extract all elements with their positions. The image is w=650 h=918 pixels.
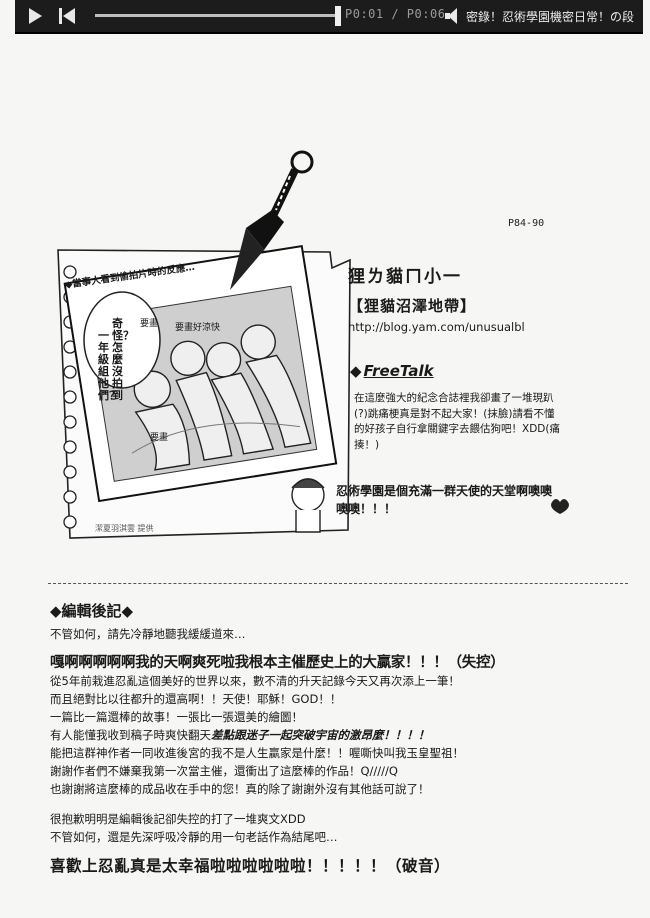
play-icon <box>29 8 42 24</box>
afterword-line: 謝謝作者們不嫌棄我第一次當主催，還衝出了這麼棒的作品！Q/////Q <box>50 764 398 778</box>
freetalk-title: ◆FreeTalk <box>350 362 434 380</box>
card-label-3: 要畫 <box>150 433 169 443</box>
dashed-divider <box>48 583 628 584</box>
artist-name: 狸ㄌ貓ㄇ小一 <box>348 267 462 287</box>
characters <box>133 324 312 471</box>
freetalk-body: 在這麼強大的紀念合誌裡我卻畫了一堆現趴(?)跳痛梗真是對不起大家！(抹臉)請看不… <box>354 392 560 451</box>
bubble-line-2: 一年級組他們？ <box>98 329 120 402</box>
afterword-line: 有人能懂我收到稿子時爽快翻天差點跟迷子一起突破宇宙的激昂麼！！！！ <box>50 727 430 743</box>
card-label-2: 要畫好涼快 <box>175 323 221 333</box>
track-title: 密錄！忍術學園機密日常！の段 <box>466 10 635 24</box>
kunai-icon <box>230 150 314 290</box>
chibi-character <box>291 478 325 533</box>
heart-icon <box>551 499 569 514</box>
bubble-line-1: 奇怪？怎麼沒拍到 <box>112 317 134 402</box>
afterword-line: 而且絕對比以往都升的還高啊！！天使！耶穌！GOD！！ <box>50 692 342 706</box>
seek-thumb[interactable] <box>335 6 341 26</box>
card-label-1: 要畫 <box>140 319 159 329</box>
play-button[interactable] <box>23 6 47 26</box>
rewind-button[interactable] <box>55 6 79 26</box>
time-display: P0:01 / P0:06 <box>345 7 446 21</box>
afterword-shout-1: 嘎啊啊啊啊啊我的天啊爽死啦我根本主催歷史上的大贏家！！！（失控） <box>50 654 505 671</box>
card-credit: 潔夏羽淇雲 提供 <box>95 524 154 533</box>
afterword-line-4a: 有人能懂我收到稿子時爽快翻天 <box>50 728 211 742</box>
afterword-line: 也謝謝將這麼棒的成品收在手中的您！真的除了謝謝外沒有其他話可說了！ <box>50 782 430 796</box>
afterword-intro: 不管如何，請先冷靜地聽我緩緩道來… <box>50 627 246 641</box>
afterword-shout-2: 喜歡上忍亂真是太幸福啦啦啦啦啦啦！！！！！（破音） <box>50 856 451 875</box>
speech-bubble <box>83 291 161 389</box>
binder-rings <box>63 265 77 529</box>
diamond-icon: ◆ <box>350 362 362 380</box>
afterword-line: 不管如何，還是先深呼吸冷靜的用一句老話作為結尾吧… <box>50 830 338 844</box>
afterword-line: 一篇比一篇還棒的故事！一張比一張還美的繪圖！ <box>50 710 303 724</box>
artist-info: 狸ㄌ貓ㄇ小一 【狸貓沼澤地帶】 http://blog.yam.com/unus… <box>348 262 525 334</box>
artist-group: 【狸貓沼澤地帶】 <box>348 297 477 315</box>
page-reference: P84-90 <box>508 218 545 229</box>
seek-track[interactable] <box>95 14 340 17</box>
afterword-line-4b: 差點跟迷子一起突破宇宙的激昂麼！！！！ <box>211 728 430 742</box>
afterword-line: 能把這群神作者一同收進後宮的我不是人生贏家是什麼！！喔嘶快叫我玉皇聖祖！ <box>50 746 464 760</box>
afterword-heading: ◆編輯後記◆ <box>50 602 134 620</box>
artist-url[interactable]: http://blog.yam.com/unusualbl <box>348 320 525 334</box>
afterword-line: 從5年前栽進忍亂這個美好的世界以來，數不清的升天記錄今天又再次添上一筆！ <box>50 674 460 688</box>
media-player-bar: P0:01 / P0:06 密錄！忍術學園機密日常！の段 <box>15 0 643 34</box>
illustration <box>57 150 569 539</box>
freetalk-closing: 忍術學園是個充滿一群天使的天堂啊噢噢噢噢！！！ <box>336 484 553 516</box>
volume-icon[interactable] <box>445 8 459 24</box>
afterword-line: 很抱歉明明是編輯後記卻失控的打了一堆爽文XDD <box>50 812 306 826</box>
